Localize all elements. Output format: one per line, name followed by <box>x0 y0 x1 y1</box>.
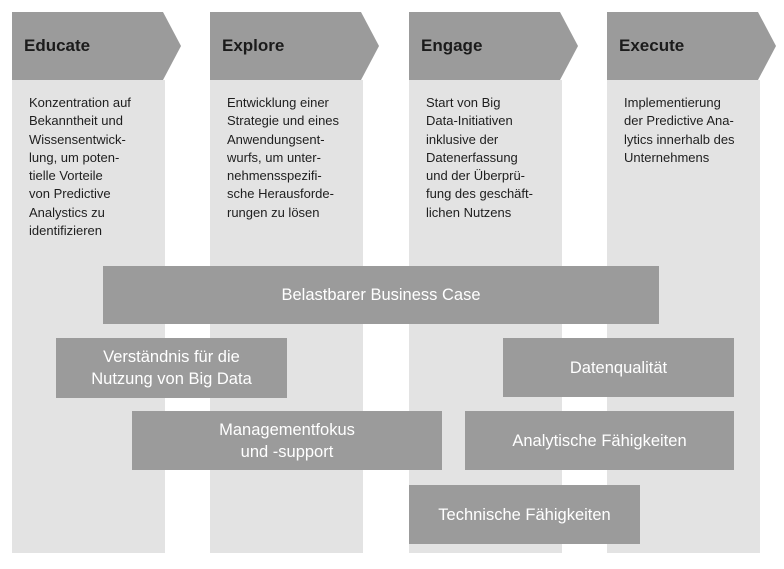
description-line: Entwicklung einer <box>227 95 329 110</box>
phase-title: Educate <box>24 36 91 55</box>
factor-label: und -support <box>240 442 334 461</box>
phase-description-engage: Start von Big Data-Initiativen inklusive… <box>426 94 558 222</box>
phase-title: Execute <box>619 36 685 55</box>
description-line: Konzentration auf <box>29 95 131 110</box>
phase-header-engage: Engage <box>409 12 578 80</box>
description-line: nehmensspezifi- <box>227 168 322 184</box>
description-line: Implementierung <box>624 95 721 110</box>
description-line: rungen zu lösen <box>227 204 320 220</box>
description-line: der Predictive Ana- <box>624 113 734 129</box>
factor-management-focus: Managementfokus und -support <box>132 411 442 470</box>
description-line: Wissensentwick- <box>29 131 126 147</box>
factor-analytical-skills: Analytische Fähigkeiten <box>465 411 734 470</box>
factor-technical-skills: Technische Fähigkeiten <box>409 485 640 544</box>
description-line: Anwendungsent- <box>227 131 325 147</box>
phase-header-execute: Execute <box>607 12 776 80</box>
factor-label: Verständnis für die <box>103 348 240 366</box>
description-line: lichen Nutzens <box>426 204 512 220</box>
phase-header-explore: Explore <box>210 12 379 80</box>
factor-label: Technische Fähigkeiten <box>438 505 611 524</box>
factor-label: Datenqualität <box>569 358 668 377</box>
phase-title: Explore <box>222 36 285 55</box>
description-line: Start von Big <box>426 95 501 110</box>
description-line: wurfs, um unter- <box>227 149 321 165</box>
phase-description-execute: Implementierung der Predictive Ana- lyti… <box>624 94 756 167</box>
description-line: lung, um poten- <box>29 149 120 165</box>
description-line: Strategie und eines <box>227 113 340 129</box>
factor-label: Managementfokus <box>219 420 355 439</box>
description-line: Data-Initiativen <box>426 113 513 129</box>
description-line: Bekanntheit und <box>29 113 123 129</box>
phase-header-educate: Educate <box>12 12 181 80</box>
factor-big-data-understanding: Verständnis für die Nutzung von Big Data <box>56 338 287 398</box>
description-line: und der Überprü- <box>426 168 525 184</box>
description-line: lytics innerhalb des <box>624 131 735 147</box>
phase-title: Engage <box>421 36 483 55</box>
factor-data-quality: Datenqualität <box>503 338 734 397</box>
description-line: tielle Vorteile <box>29 168 103 184</box>
factor-business-case: Belastbarer Business Case <box>103 266 659 324</box>
factor-label: Nutzung von Big Data <box>91 370 252 388</box>
description-line: Unternehmens <box>624 149 710 165</box>
factor-label: Belastbarer Business Case <box>281 286 481 304</box>
description-line: Datenerfassung <box>426 149 518 165</box>
factor-label: Analytische Fähigkeiten <box>512 431 687 450</box>
description-line: Analystics zu <box>29 204 105 220</box>
phase-description-educate: Konzentration auf Bekanntheit und Wissen… <box>29 94 161 240</box>
description-line: von Predictive <box>29 186 111 202</box>
phase-description-explore: Entwicklung einer Strategie und eines An… <box>227 94 359 222</box>
description-line: fung des geschäft- <box>426 186 533 202</box>
description-line: sche Herausforde- <box>227 186 334 202</box>
description-line: identifizieren <box>29 223 102 239</box>
description-line: inklusive der <box>426 131 499 147</box>
